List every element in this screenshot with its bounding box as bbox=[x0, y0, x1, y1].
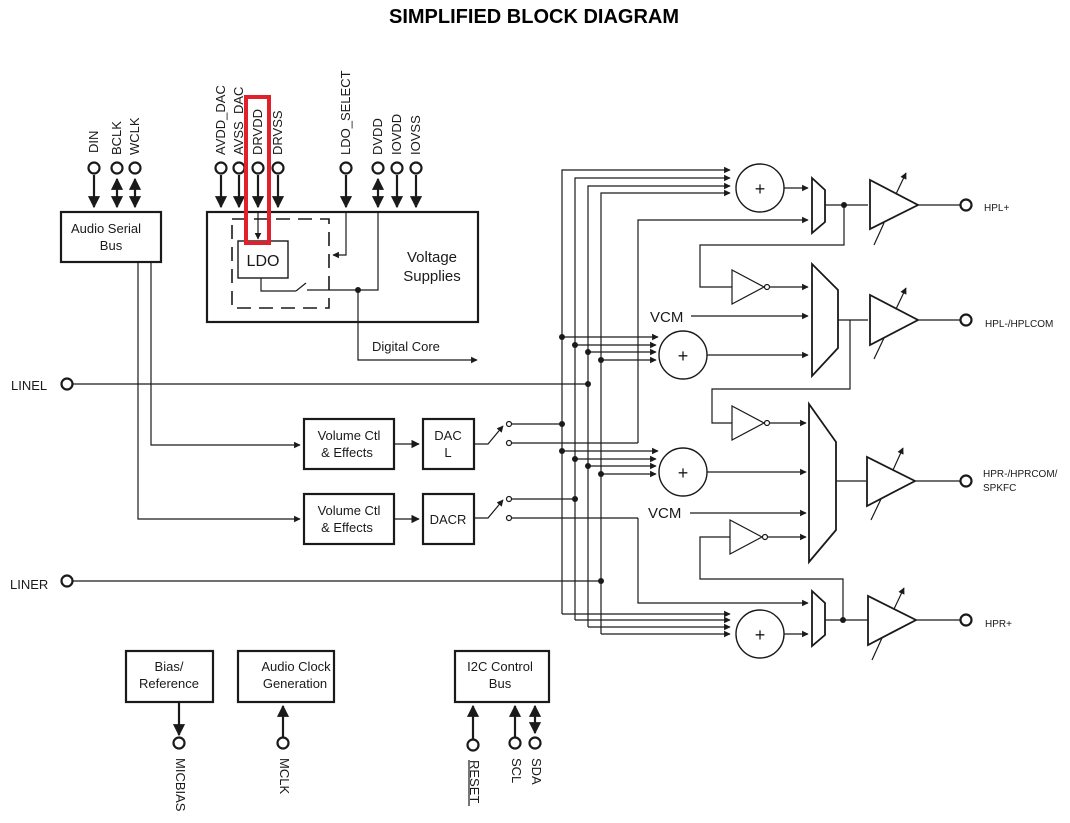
diagram-title: SIMPLIFIED BLOCK DIAGRAM bbox=[389, 6, 679, 28]
drvdd-highlight-box bbox=[244, 95, 271, 245]
pin-label-micbias: MICBIAS bbox=[173, 758, 188, 812]
pin-avdd-dac: AVDD_DAC bbox=[213, 85, 228, 209]
pin-avss-dac: AVSS_DAC bbox=[231, 87, 246, 209]
pin-label-drvss: DRVSS bbox=[270, 110, 285, 155]
pin-label-linel: LINEL bbox=[11, 378, 47, 393]
pin-linel: LINEL bbox=[11, 377, 590, 393]
mixer-hpr-minus: + bbox=[658, 447, 708, 497]
digital-core-label: Digital Core bbox=[372, 339, 440, 354]
mux-hpr-minus bbox=[808, 401, 837, 565]
inverter-hpr-a bbox=[731, 405, 807, 441]
pin-micbias bbox=[172, 736, 186, 750]
vcm-label-2: VCM bbox=[648, 505, 681, 522]
audio-clock-label-2: Generation bbox=[263, 676, 327, 691]
pin-liner: LINER bbox=[10, 574, 600, 592]
dac-l-label-1: DAC bbox=[434, 428, 461, 443]
i2c-label-2: Bus bbox=[489, 676, 512, 691]
pin-hpl-plus bbox=[959, 198, 973, 212]
mixer-hpl-plus: + bbox=[735, 163, 785, 213]
pin-hpr-minus bbox=[959, 474, 973, 488]
pin-label-dvdd: DVDD bbox=[370, 118, 385, 155]
dac-r-block: DACR bbox=[421, 492, 476, 546]
mixer-hpr-minus-symbol: + bbox=[678, 463, 689, 483]
pin-label-sda: SDA bbox=[529, 758, 544, 785]
pin-drvss: DRVSS bbox=[270, 110, 285, 209]
dac-r-switch bbox=[474, 495, 638, 522]
inverter-hpl bbox=[731, 269, 809, 305]
pin-label-drvdd: DRVDD bbox=[250, 109, 265, 155]
amp-hpr-minus: HPR-/HPRCOM/ SPKFC bbox=[866, 447, 1058, 521]
amp-hpl-minus: HPL-/HPLCOM bbox=[869, 287, 1053, 360]
pin-sda bbox=[528, 736, 542, 750]
output-label-hpr-minus-1: HPR-/HPRCOM/ bbox=[983, 469, 1058, 480]
output-label-hpr-minus-2: SPKFC bbox=[983, 483, 1016, 494]
bias-reference-label-1: Bias/ bbox=[155, 659, 184, 674]
pin-hpl-minus bbox=[959, 313, 973, 327]
inverter-hpr-b bbox=[729, 519, 807, 555]
pin-scl bbox=[508, 736, 522, 750]
pin-drvdd: DRVDD bbox=[250, 109, 265, 209]
mixer-hpl-minus-symbol: + bbox=[678, 346, 689, 366]
volume-ctl-r-label-1: Volume Ctl bbox=[318, 503, 381, 518]
audio-clock-label-1: Audio Clock bbox=[261, 659, 331, 674]
voltage-supplies-label-1: Voltage bbox=[407, 249, 457, 266]
mux-hpl-minus bbox=[811, 261, 839, 379]
bias-reference-label-2: Reference bbox=[139, 676, 199, 691]
output-label-hpr-plus: HPR+ bbox=[985, 619, 1012, 630]
pin-label-iovdd: IOVDD bbox=[389, 114, 404, 155]
mixer-hpl-plus-symbol: + bbox=[755, 179, 766, 199]
vcm-label-1: VCM bbox=[650, 309, 683, 326]
mux-hpl-plus bbox=[811, 175, 826, 235]
amp-hpl-plus: HPL+ bbox=[869, 172, 1009, 246]
signal-bus bbox=[559, 166, 809, 638]
pin-label-scl: SCL bbox=[509, 758, 524, 783]
i2c-control-bus-block: I2C Control Bus RESET SCL SDA bbox=[453, 649, 551, 806]
pin-iovss: IOVSS bbox=[408, 115, 423, 209]
pin-ldo-select: LDO_SELECT bbox=[338, 70, 353, 209]
pin-label-reset: RESET bbox=[467, 760, 482, 803]
volume-ctl-l-label-2: & Effects bbox=[321, 445, 373, 460]
pin-label-bclk: BCLK bbox=[109, 121, 124, 155]
pin-din: DIN bbox=[86, 131, 101, 209]
dac-l-label-2: L bbox=[444, 445, 451, 460]
pin-reset bbox=[466, 738, 480, 752]
pin-label-din: DIN bbox=[86, 131, 101, 153]
audio-clock-block: Audio Clock Generation MCLK bbox=[236, 649, 336, 794]
dac-r-label: DACR bbox=[430, 512, 467, 527]
pin-label-ldo-select: LDO_SELECT bbox=[338, 70, 353, 155]
volume-ctl-r-block: Volume Ctl & Effects bbox=[302, 492, 396, 546]
voltage-supplies-block: LDO Voltage Supplies Digital Core bbox=[205, 210, 480, 364]
pin-label-mclk: MCLK bbox=[277, 758, 292, 794]
ldo-label: LDO bbox=[247, 253, 280, 270]
audio-serial-bus-label-2: Bus bbox=[100, 238, 123, 253]
amp-hpr-plus: HPR+ bbox=[867, 587, 1012, 661]
bias-reference-block: Bias/ Reference MICBIAS bbox=[124, 649, 215, 812]
i2c-label-1: I2C Control bbox=[467, 659, 533, 674]
volume-ctl-l-label-1: Volume Ctl bbox=[318, 428, 381, 443]
voltage-supplies-label-2: Supplies bbox=[403, 268, 461, 285]
audio-serial-bus-block: Audio Serial Bus bbox=[59, 210, 163, 264]
mixer-hpr-plus-symbol: + bbox=[755, 625, 766, 645]
dac-l-switch bbox=[474, 420, 638, 447]
audio-serial-bus-label-1: Audio Serial bbox=[71, 221, 141, 236]
pin-label-avdd-dac: AVDD_DAC bbox=[213, 85, 228, 155]
pin-dvdd: DVDD bbox=[370, 118, 385, 209]
pin-mclk bbox=[276, 736, 290, 750]
mixer-hpr-plus: + bbox=[735, 609, 785, 659]
output-label-hpl-plus: HPL+ bbox=[984, 203, 1009, 214]
dac-l-block: DAC L bbox=[421, 417, 476, 471]
pin-label-iovss: IOVSS bbox=[408, 115, 423, 155]
output-label-hpl-minus: HPL-/HPLCOM bbox=[985, 319, 1053, 330]
pin-wclk: WCLK bbox=[127, 117, 142, 209]
pin-label-avss-dac: AVSS_DAC bbox=[231, 87, 246, 155]
volume-ctl-l-block: Volume Ctl & Effects bbox=[302, 417, 396, 471]
mux-hpr-plus bbox=[811, 588, 826, 648]
mixer-hpl-minus: + bbox=[658, 330, 708, 380]
pin-bclk: BCLK bbox=[109, 121, 124, 209]
volume-ctl-r-label-2: & Effects bbox=[321, 520, 373, 535]
pin-hpr-plus bbox=[959, 613, 973, 627]
pin-label-wclk: WCLK bbox=[127, 117, 142, 155]
pin-label-liner: LINER bbox=[10, 577, 48, 592]
pin-iovdd: IOVDD bbox=[389, 114, 404, 209]
